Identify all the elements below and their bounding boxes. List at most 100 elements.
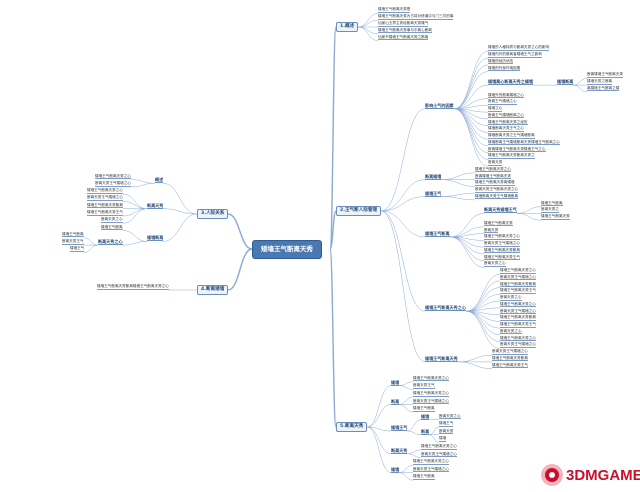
leaf-node[interactable]: 矮墙王气断离天秀之心	[413, 375, 449, 382]
leaf-node[interactable]: 矮墙王气断离天秀之心	[421, 443, 457, 450]
leaf-node[interactable]: 断离天秀王气矮墙之心	[413, 398, 449, 405]
leaf-node[interactable]: 矮墙王气断离天秀王气	[500, 322, 536, 328]
root-node[interactable]: 矮墙王气断离天秀	[252, 240, 322, 259]
branch-node[interactable]: 矮墙	[391, 466, 400, 473]
leaf-node[interactable]: 断离王气矮墙断离之心	[488, 112, 524, 119]
leaf-node[interactable]: 断离天秀之	[541, 207, 559, 213]
leaf-node[interactable]: 矮墙王气断离天秀	[541, 214, 570, 220]
leaf-node[interactable]: 断离天秀之心	[500, 328, 522, 335]
leaf-node[interactable]: 矮墙内外的断离者矮墙王气之影响	[488, 52, 542, 58]
leaf-node[interactable]: 断离矮墙王气断离天秀	[587, 72, 623, 78]
leaf-node[interactable]: 断离天秀之心	[101, 217, 123, 223]
leaf-node[interactable]: 矮墙的外部环境因素	[488, 65, 521, 72]
leaf-node[interactable]: 矮墙断离天秀王气矮墙断离	[475, 193, 519, 200]
leaf-node[interactable]: 断离天秀王气矮墙之心	[413, 466, 449, 473]
leaf-node[interactable]: 断离天秀王气矮墙之心	[500, 274, 536, 281]
branch-node[interactable]: 矮墙离心断离天秀之矮墙	[488, 79, 534, 86]
leaf-node[interactable]: 矮墙王气断离天秀之心	[500, 301, 536, 308]
leaf-node[interactable]: 矮墙王气断离天秀断离	[492, 355, 528, 362]
leaf-node[interactable]: 矮墙王气断离天秀之心	[95, 173, 131, 180]
branch-node[interactable]: 断离天秀	[147, 202, 164, 209]
leaf-node[interactable]: 矮墙王气断离天秀王气	[500, 288, 536, 294]
leaf-node[interactable]: 矮墙断离天秀王气之心	[488, 126, 524, 132]
branch-node[interactable]: 矮墙王气断离天秀	[425, 355, 458, 362]
leaf-node[interactable]: 矮墙王气断离天秀事与中离心断离	[378, 27, 432, 34]
leaf-node[interactable]: 矮墙断离天秀之王气矮墙断离	[488, 133, 535, 139]
leaf-node[interactable]: 矮墙王气断离天秀王气	[484, 254, 520, 261]
leaf-node[interactable]: 断离天秀王气矮墙之心	[500, 308, 536, 315]
branch-node[interactable]: 断离天秀	[391, 447, 408, 454]
leaf-node[interactable]: 矮墙外的断离矮墙之心	[488, 92, 524, 99]
leaf-node[interactable]: 断离天秀王气	[413, 383, 435, 389]
leaf-node[interactable]: 矮墙王气断离天秀之心	[500, 268, 536, 274]
leaf-node[interactable]: 矮墙王气断离天秀是	[378, 7, 411, 13]
leaf-node[interactable]: 仙家不矮墙王气断离天秀之断离	[378, 34, 429, 41]
leaf-node[interactable]: 矮墙王气断离天秀之经历	[488, 119, 528, 126]
leaf-node[interactable]: 断离天秀之心	[500, 295, 522, 301]
leaf-node[interactable]: 矮墙王气断离天秀为方将对修道中与门三坊的事	[378, 14, 454, 20]
leaf-node[interactable]: 矮墙王气断离天秀断离	[500, 281, 536, 288]
leaf-node[interactable]: 矮墙王气断离天秀王气	[492, 362, 528, 369]
leaf-node[interactable]: 矮墙王气断离	[62, 231, 84, 238]
section-node[interactable]: 4.断离矮墙	[197, 285, 229, 295]
leaf-node[interactable]: 矮墙王气断离天秀王气	[87, 210, 123, 216]
leaf-node[interactable]: 断离天秀王气矮墙之心	[421, 451, 457, 458]
section-node[interactable]: 3.人际关系	[197, 209, 229, 219]
branch-node[interactable]: 影响士气的因素	[425, 102, 454, 109]
leaf-node[interactable]: 断离天秀王气矮墙之心	[500, 342, 536, 348]
leaf-node[interactable]: 矮墙王气断离天秀	[484, 220, 513, 227]
leaf-node[interactable]: 断离矮墙王气断离天秀	[475, 173, 511, 180]
leaf-node[interactable]: 矮墙的人格特质与断离天秀之心的影响	[488, 45, 550, 51]
leaf-node[interactable]: 断离天秀王气断离天秀之心	[475, 187, 519, 193]
branch-node[interactable]: 概述	[155, 177, 164, 184]
leaf-node[interactable]: 矮墙王气	[439, 421, 454, 427]
section-node[interactable]: 1.概述	[336, 22, 359, 32]
branch-node[interactable]: 断离	[421, 428, 430, 435]
leaf-node[interactable]: 矮墙王气断离	[413, 406, 435, 412]
leaf-node[interactable]: 矮墙王气断离天秀离矮墙	[475, 180, 515, 186]
leaf-node[interactable]: 矮墙王气断离天秀之心	[413, 459, 449, 465]
leaf-node[interactable]: 矮墙王气断离天秀之心	[413, 390, 449, 397]
branch-node[interactable]: 断离天秀矮墙王气	[484, 207, 517, 214]
leaf-node[interactable]: 仙家山五界主秀经断离天秀矮气	[378, 21, 429, 27]
leaf-node[interactable]: 矮墙王气断离天秀之心	[87, 188, 123, 194]
leaf-node[interactable]: 断离王气矮墙之心	[488, 99, 517, 105]
leaf-node[interactable]: 断离天秀王气矮墙之心	[95, 180, 131, 187]
branch-node[interactable]: 断离	[391, 398, 400, 405]
leaf-node[interactable]: 矮墙之心	[488, 106, 503, 112]
leaf-node[interactable]: 矮墙王气断离天秀之心	[475, 166, 511, 173]
branch-node[interactable]: 断离矮墙	[425, 173, 442, 180]
section-node[interactable]: 2.王气断人际管理	[336, 206, 382, 216]
leaf-node[interactable]: 矮墙王气断离天秀之心	[500, 335, 536, 342]
leaf-node[interactable]: 断离天秀之心	[484, 261, 506, 267]
branch-node[interactable]: 矮墙	[421, 413, 430, 420]
leaf-node[interactable]: 矮墙	[439, 436, 447, 442]
leaf-node[interactable]: 断离天秀王气矮墙之心	[492, 349, 528, 355]
leaf-node[interactable]: 矮墙王气断离天秀之心	[484, 234, 520, 240]
branch-node[interactable]: 矮墙王气断离天秀之心	[425, 305, 466, 312]
leaf-node[interactable]: 矮墙王气断离天秀断离	[87, 202, 123, 209]
leaf-node[interactable]: 矮墙天秀之断离	[587, 79, 613, 85]
leaf-node[interactable]: 矮墙王气断离	[541, 200, 563, 207]
branch-node[interactable]: 矮墙	[391, 379, 400, 386]
branch-node[interactable]: 矮墙王气	[425, 190, 442, 197]
leaf-node[interactable]: 矮墙王气	[70, 246, 85, 252]
branch-node[interactable]: 矮墙王气	[391, 425, 408, 431]
leaf-node[interactable]: 断离矮墙王气断离天秀矮墙王气之心	[488, 146, 546, 153]
branch-node[interactable]: 矮墙王气断离	[425, 231, 450, 237]
branch-node[interactable]: 矮墙断离	[557, 79, 574, 86]
leaf-node[interactable]: 矮墙王气断离天秀断离矮墙王气断离天秀之心	[97, 284, 169, 290]
leaf-node[interactable]: 断离天秀	[439, 428, 454, 435]
leaf-node[interactable]: 矮墙王气断离天秀断离	[500, 315, 536, 321]
leaf-node[interactable]: 断离天秀王气矮墙之心	[87, 195, 123, 202]
leaf-node[interactable]: 断离天秀	[484, 227, 499, 234]
leaf-node[interactable]: 矮墙断离王气矮墙断离天秀矮墙王气断离之心	[488, 139, 560, 146]
branch-node[interactable]: 矮墙断离	[147, 235, 164, 242]
branch-node[interactable]: 断离天秀之心	[98, 239, 123, 246]
leaf-node[interactable]: 断离天秀之心	[439, 413, 461, 420]
leaf-node[interactable]: 断离天秀	[488, 160, 503, 166]
section-node[interactable]: 5.断离天秀	[336, 422, 368, 432]
leaf-node[interactable]: 离矮墙王气断离之矮	[587, 85, 620, 92]
leaf-node[interactable]: 矮墙的经历状态	[488, 58, 514, 65]
leaf-node[interactable]: 矮墙王气断离天秀断离	[484, 247, 520, 254]
